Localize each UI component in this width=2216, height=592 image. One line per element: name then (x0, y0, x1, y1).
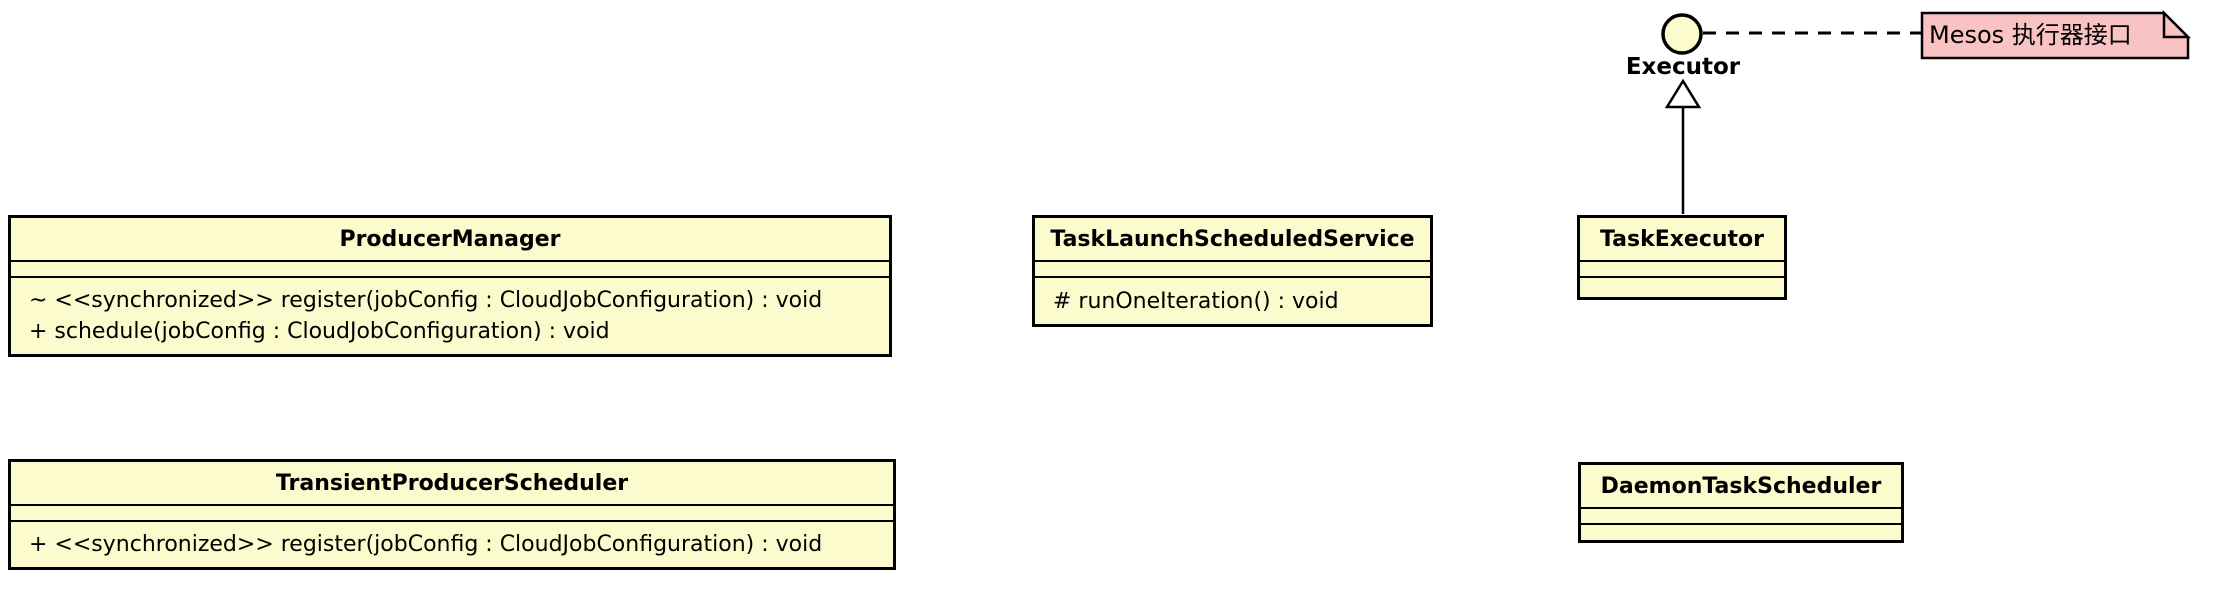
class-box-tasklaunchscheduledservice: TaskLaunchScheduledService # runOneItera… (1032, 215, 1433, 327)
methods-compartment (1580, 278, 1784, 297)
methods-compartment: # runOneIteration() : void (1035, 278, 1430, 324)
class-title: TaskExecutor (1580, 218, 1784, 262)
class-box-taskexecutor: TaskExecutor (1577, 215, 1787, 300)
class-box-daemontaskscheduler: DaemonTaskScheduler (1578, 462, 1904, 543)
method-register: + <<synchronized>> register(jobConfig : … (29, 532, 823, 557)
methods-compartment: + <<synchronized>> register(jobConfig : … (11, 522, 893, 567)
class-title: ProducerManager (11, 218, 889, 262)
class-box-producermanager: ProducerManager ~ <<synchronized>> regis… (8, 215, 892, 357)
fields-compartment (1580, 262, 1784, 278)
interface-label: Executor (1625, 54, 1741, 80)
class-box-transientproducerscheduler: TransientProducerScheduler + <<synchroni… (8, 459, 896, 570)
note-fold-corner-icon (2162, 9, 2192, 39)
fields-compartment (1035, 262, 1430, 278)
fields-compartment (11, 262, 889, 278)
methods-compartment (1581, 525, 1901, 540)
class-title: TransientProducerScheduler (11, 462, 893, 506)
interface-lollipop-icon (1661, 13, 1703, 55)
class-title: TaskLaunchScheduledService (1035, 218, 1430, 262)
method-runoneiteration: # runOneIteration() : void (1053, 288, 1339, 314)
generalization-arrow-icon (1664, 78, 1702, 109)
class-title: DaemonTaskScheduler (1581, 465, 1901, 509)
method-register: ~ <<synchronized>> register(jobConfig : … (29, 288, 823, 313)
fields-compartment (1581, 509, 1901, 525)
note-mesos-text: Mesos 执行器接口 (1929, 21, 2132, 49)
methods-compartment: ~ <<synchronized>> register(jobConfig : … (11, 278, 889, 354)
method-schedule: + schedule(jobConfig : CloudJobConfigura… (29, 319, 610, 344)
fields-compartment (11, 506, 893, 522)
